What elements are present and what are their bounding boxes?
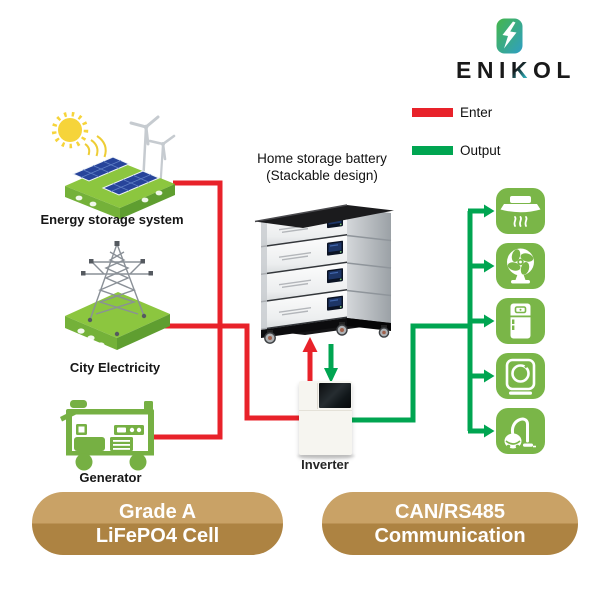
output-arrowheads	[324, 204, 495, 438]
transmission-tower-icon	[65, 241, 170, 350]
battery-title-line1: Home storage battery	[257, 151, 387, 166]
inverter-label: Inverter	[301, 457, 349, 472]
inverter-shadow	[297, 453, 355, 459]
source-label-generator: Generator	[79, 470, 142, 485]
home-storage-battery	[254, 204, 394, 344]
output-lines	[328, 208, 485, 434]
solar-panels-wind-sun-icon	[51, 111, 176, 219]
badge-grade-a: Grade A LiFePO4 Cell	[32, 492, 283, 555]
legend-output: Output	[412, 143, 501, 158]
badge1-line1: Grade A	[118, 500, 197, 523]
inverter-unit	[299, 381, 352, 455]
caster-wheels	[264, 322, 390, 344]
badge1-line2: LiFePO4 Cell	[95, 524, 220, 547]
badge2-line2: Communication	[374, 524, 526, 547]
badge-communication: CAN/RS485 Communication	[322, 492, 578, 555]
brand-suffix: OL	[533, 57, 576, 83]
battery-title-line2: (Stackable design)	[266, 168, 378, 183]
legend-enter: Enter	[412, 105, 492, 120]
inverter-screen	[319, 383, 351, 408]
enter-label: Enter	[460, 105, 493, 120]
brand-prefix: ENI	[456, 57, 511, 83]
enter-arrowhead-up	[302, 337, 318, 352]
source-label-city-electricity: City Electricity	[69, 360, 161, 375]
badge2-line1: CAN/RS485	[394, 500, 506, 523]
vacuum-cleaner-icon	[496, 408, 545, 454]
output-color-swatch	[412, 146, 453, 155]
refrigerator-icon	[496, 298, 545, 344]
inverter-seam	[317, 383, 318, 409]
source-label-energy-storage: Energy storage system	[40, 212, 184, 227]
brand-accent-letter: K	[510, 57, 533, 83]
enter-color-swatch	[412, 108, 453, 117]
battery-title: Home storage battery (Stackable design)	[228, 150, 416, 184]
output-label: Output	[460, 143, 501, 158]
washing-machine-icon	[496, 353, 545, 399]
generator-icon	[60, 400, 154, 471]
inverter-panel-line	[299, 410, 352, 411]
range-hood-icon	[496, 188, 545, 234]
enter-lines	[153, 180, 313, 440]
fan-icon	[496, 243, 545, 289]
brand-logo-icon	[496, 18, 523, 54]
brand-name: ENIKOL	[440, 57, 592, 84]
